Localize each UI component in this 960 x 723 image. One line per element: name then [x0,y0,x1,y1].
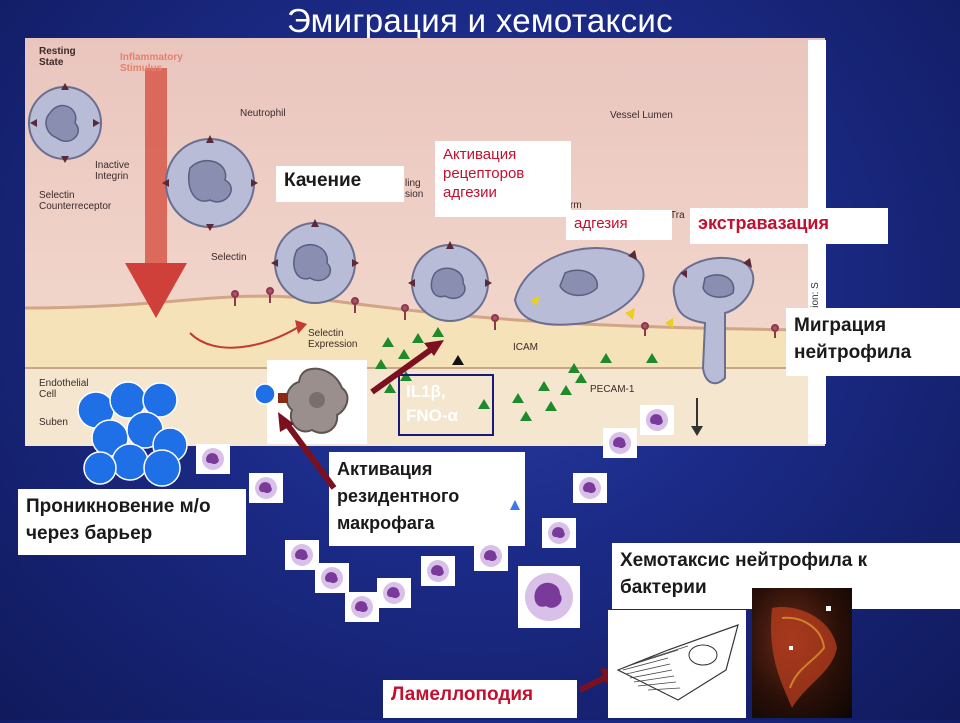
neutrophil-thumbnail [249,473,283,503]
selectin-label: Selectin [211,252,247,263]
lamellipodia-sketch [608,610,746,718]
inactive-integrin-label: Inactive Integrin [95,160,130,182]
rolling-fragment-label: ling sion [405,178,424,200]
neutrophil-thumbnail [196,444,230,474]
neutrophil-thumbnail [640,405,674,435]
bacterium-single [254,383,276,405]
slide-title: Эмиграция и хемотаксис [287,2,673,39]
neutrophil-fluorescence-photo [752,588,852,718]
inflammatory-stimulus-label: Inflammatory Stimulus [120,52,183,74]
resident-macrophage-activation-label: Активация резидентного макрофага [329,452,525,546]
icam-label: ICAM [513,342,538,353]
neutrophil-label: Neutrophil [240,108,286,119]
vessel-lumen-label: Vessel Lumen [610,110,673,121]
antigen-square [278,393,288,403]
adhesion-label: адгезия [566,210,672,240]
resting-state-label: Resting State [39,46,76,68]
neutrophil-thumbnail [542,518,576,548]
adhesion-receptor-activation-label: Активация рецепторов адгезии [435,141,571,217]
tra-fragment-label: Tra [670,210,685,221]
neutrophil-thumbnail [315,563,349,593]
extravasation-label: экстравазация [690,208,888,244]
firm-fragment-label: firm [565,200,582,211]
microbe-penetration-label: Проникновение м/о через барьер [18,489,246,555]
neutrophil-thumbnail [573,473,607,503]
pecam-label: PECAM-1 [590,384,635,395]
small-blue-triangle [510,500,520,510]
neutrophil-thumbnail [377,578,411,608]
rolling-label: Качение [276,166,404,202]
selectin-expression-label: Selectin Expression [308,328,358,350]
subendothelium-label: Suben [39,417,68,428]
bacteria-cluster [77,381,188,487]
selectin-counterreceptor-label: Selectin Counterreceptor [39,190,112,212]
endothelial-cell-label: Endothelial Cell [39,378,89,400]
neutrophil-thumbnail [603,428,637,458]
neutrophil-thumbnail [345,592,379,622]
neutrophil-large-image [518,566,580,628]
neutrophil-migration-label: Миграция нейтрофила [786,308,960,376]
lamellipodia-label: Ламеллоподия [383,680,577,718]
neutrophil-thumbnail [421,556,455,586]
neutrophil-thumbnail [474,541,508,571]
cytokines-label: IL1β, FNO-α [398,374,494,436]
neutrophil-thumbnail [285,540,319,570]
